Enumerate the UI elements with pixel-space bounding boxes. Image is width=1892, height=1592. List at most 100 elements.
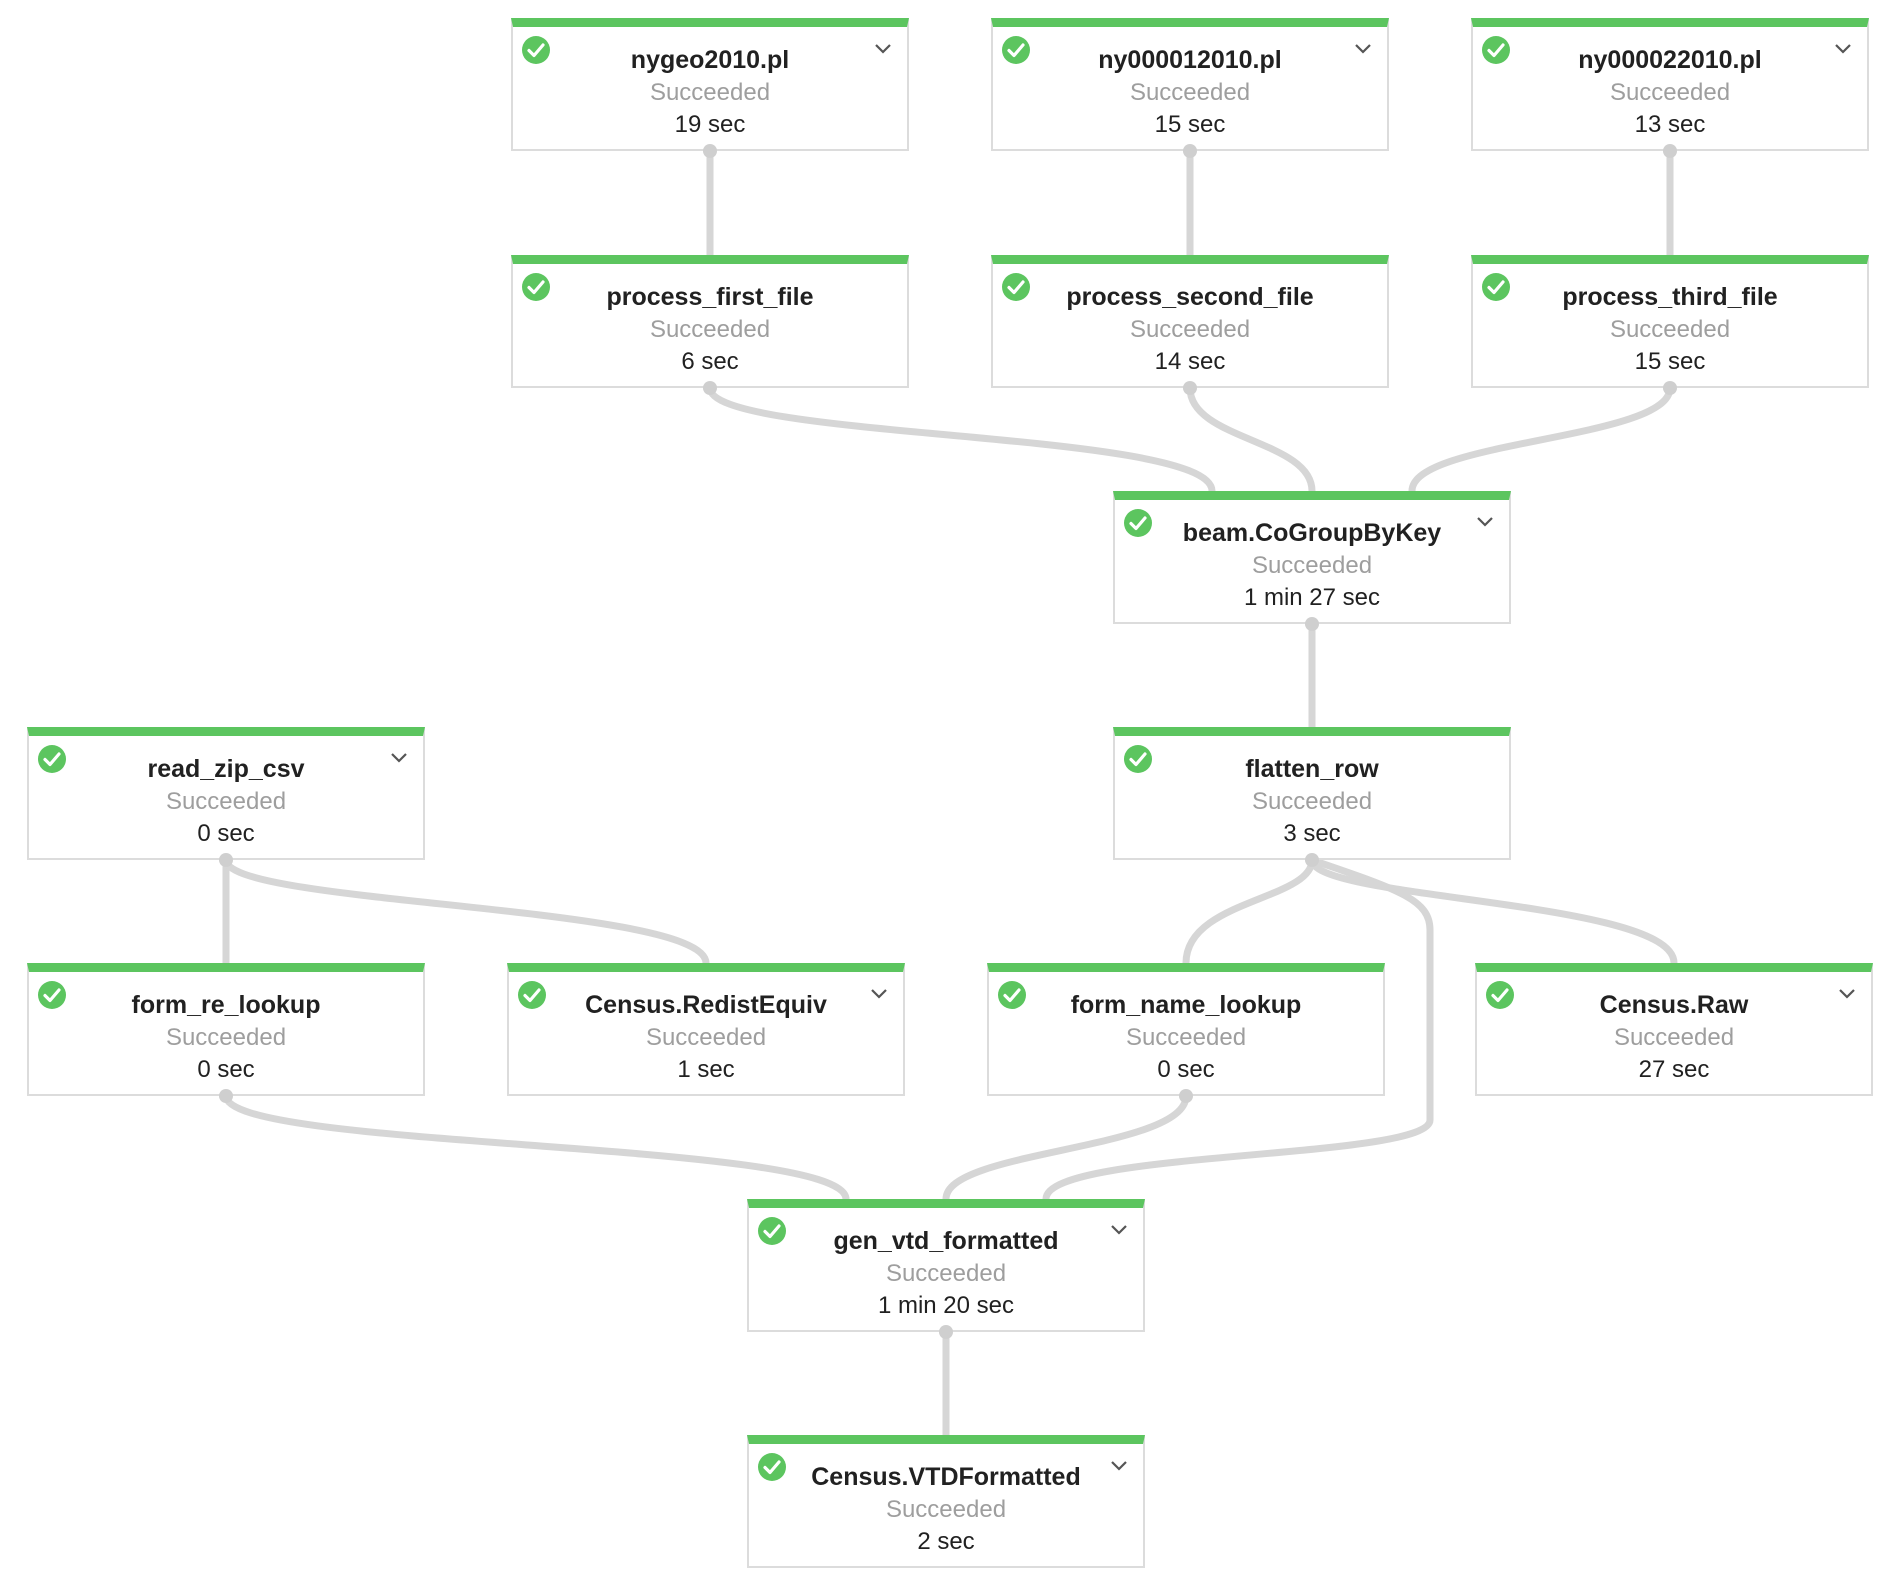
step-duration: 13 sec	[1634, 111, 1706, 138]
step-status: Succeeded	[1609, 79, 1731, 106]
chevron-down-icon[interactable]	[389, 750, 409, 764]
step-title: Census.RedistEquiv	[585, 991, 827, 1019]
step-node-ny000022010[interactable]: ny000022010.pl Succeeded 13 sec	[1471, 18, 1869, 151]
step-title: process_second_file	[1066, 283, 1314, 311]
step-status: Succeeded	[1613, 1024, 1735, 1051]
chevron-down-icon[interactable]	[1109, 1222, 1129, 1236]
edge-read_zip_csv-to-census_redistequiv	[222, 858, 710, 964]
edge-flatten_row-to-gen_vtd_formatted	[1042, 856, 1434, 1201]
check-circle-icon	[1124, 745, 1152, 773]
step-node-flatten_row[interactable]: flatten_row Succeeded 3 sec	[1113, 727, 1511, 860]
step-title: Census.Raw	[1599, 991, 1749, 1019]
step-title: flatten_row	[1245, 755, 1379, 783]
chevron-down-icon[interactable]	[1109, 1458, 1129, 1472]
step-status: Succeeded	[885, 1260, 1007, 1287]
step-status: Succeeded	[649, 79, 771, 106]
step-duration: 0 sec	[197, 820, 255, 847]
step-status: Succeeded	[165, 788, 287, 815]
step-duration: 27 sec	[1638, 1056, 1710, 1083]
step-status: Succeeded	[1129, 79, 1251, 106]
edge-process_first_file-to-cogroupbykey	[706, 386, 1216, 492]
check-circle-icon	[1486, 981, 1514, 1009]
edge-flatten_row-to-form_name_lookup	[1182, 859, 1316, 964]
chevron-down-icon[interactable]	[1837, 986, 1857, 1000]
check-circle-icon	[522, 273, 550, 301]
output-port-dot	[219, 853, 233, 867]
step-duration: 15 sec	[1154, 111, 1226, 138]
step-duration: 2 sec	[917, 1528, 975, 1555]
output-port-dot	[703, 144, 717, 158]
step-node-census_raw[interactable]: Census.Raw Succeeded 27 sec	[1475, 963, 1873, 1096]
chevron-down-icon[interactable]	[869, 986, 889, 1000]
edge-process_second_file-to-cogroupbykey	[1186, 387, 1316, 492]
step-title: form_name_lookup	[1070, 991, 1302, 1019]
step-node-ny000012010[interactable]: ny000012010.pl Succeeded 15 sec	[991, 18, 1389, 151]
check-circle-icon	[998, 981, 1026, 1009]
check-circle-icon	[1124, 509, 1152, 537]
check-circle-icon	[518, 981, 546, 1009]
step-duration: 1 min 20 sec	[877, 1292, 1015, 1319]
step-duration: 14 sec	[1154, 348, 1226, 375]
step-status: Succeeded	[1125, 1024, 1247, 1051]
output-port-dot	[219, 1089, 233, 1103]
check-circle-icon	[1482, 273, 1510, 301]
step-title: nygeo2010.pl	[630, 46, 790, 74]
chevron-down-icon[interactable]	[1833, 41, 1853, 55]
chevron-down-icon[interactable]	[1475, 514, 1495, 528]
output-port-dot	[939, 1325, 953, 1339]
edge-flatten_row-to-census_raw	[1308, 858, 1678, 964]
step-node-form_name_lookup[interactable]: form_name_lookup Succeeded 0 sec	[987, 963, 1385, 1096]
edge-form_name_lookup-to-gen_vtd_formatted	[942, 1095, 1190, 1200]
output-port-dot	[1183, 381, 1197, 395]
step-title: gen_vtd_formatted	[833, 1227, 1059, 1255]
output-port-dot	[1663, 144, 1677, 158]
step-status: Succeeded	[1251, 788, 1373, 815]
edge-process_third_file-to-cogroupbykey	[1408, 387, 1674, 492]
step-duration: 15 sec	[1634, 348, 1706, 375]
check-circle-icon	[38, 745, 66, 773]
step-node-process_third_file[interactable]: process_third_file Succeeded 15 sec	[1471, 255, 1869, 388]
check-circle-icon	[522, 36, 550, 64]
step-title: read_zip_csv	[147, 755, 305, 783]
step-title: process_third_file	[1562, 283, 1778, 311]
step-title: Census.VTDFormatted	[811, 1463, 1081, 1491]
output-port-dot	[1305, 617, 1319, 631]
step-node-process_first_file[interactable]: process_first_file Succeeded 6 sec	[511, 255, 909, 388]
step-status: Succeeded	[1609, 316, 1731, 343]
output-port-dot	[703, 381, 717, 395]
output-port-dot	[1663, 381, 1677, 395]
step-node-process_second_file[interactable]: process_second_file Succeeded 14 sec	[991, 255, 1389, 388]
check-circle-icon	[1482, 36, 1510, 64]
step-duration: 0 sec	[1157, 1056, 1215, 1083]
step-duration: 3 sec	[1283, 820, 1341, 847]
step-status: Succeeded	[885, 1496, 1007, 1523]
chevron-down-icon[interactable]	[1353, 41, 1373, 55]
output-port-dot	[1183, 144, 1197, 158]
step-node-nygeo2010[interactable]: nygeo2010.pl Succeeded 19 sec	[511, 18, 909, 151]
output-port-dot	[1305, 853, 1319, 867]
check-circle-icon	[758, 1217, 786, 1245]
step-title: process_first_file	[606, 283, 814, 311]
check-circle-icon	[1002, 273, 1030, 301]
step-node-cogroupbykey[interactable]: beam.CoGroupByKey Succeeded 1 min 27 sec	[1113, 491, 1511, 624]
step-title: ny000012010.pl	[1098, 46, 1282, 74]
step-node-read_zip_csv[interactable]: read_zip_csv Succeeded 0 sec	[27, 727, 425, 860]
step-node-census_redistequiv[interactable]: Census.RedistEquiv Succeeded 1 sec	[507, 963, 905, 1096]
output-port-dot	[1179, 1089, 1193, 1103]
step-node-form_re_lookup[interactable]: form_re_lookup Succeeded 0 sec	[27, 963, 425, 1096]
step-node-gen_vtd_formatted[interactable]: gen_vtd_formatted Succeeded 1 min 20 sec	[747, 1199, 1145, 1332]
check-circle-icon	[1002, 36, 1030, 64]
step-title: form_re_lookup	[131, 991, 321, 1019]
check-circle-icon	[758, 1453, 786, 1481]
step-title: ny000022010.pl	[1578, 46, 1762, 74]
step-title: beam.CoGroupByKey	[1182, 519, 1442, 547]
check-circle-icon	[38, 981, 66, 1009]
step-node-census_vtdformatted[interactable]: Census.VTDFormatted Succeeded 2 sec	[747, 1435, 1145, 1568]
step-duration: 0 sec	[197, 1056, 255, 1083]
step-status: Succeeded	[1251, 552, 1373, 579]
step-status: Succeeded	[649, 316, 771, 343]
step-duration: 6 sec	[681, 348, 739, 375]
step-status: Succeeded	[1129, 316, 1251, 343]
chevron-down-icon[interactable]	[873, 41, 893, 55]
